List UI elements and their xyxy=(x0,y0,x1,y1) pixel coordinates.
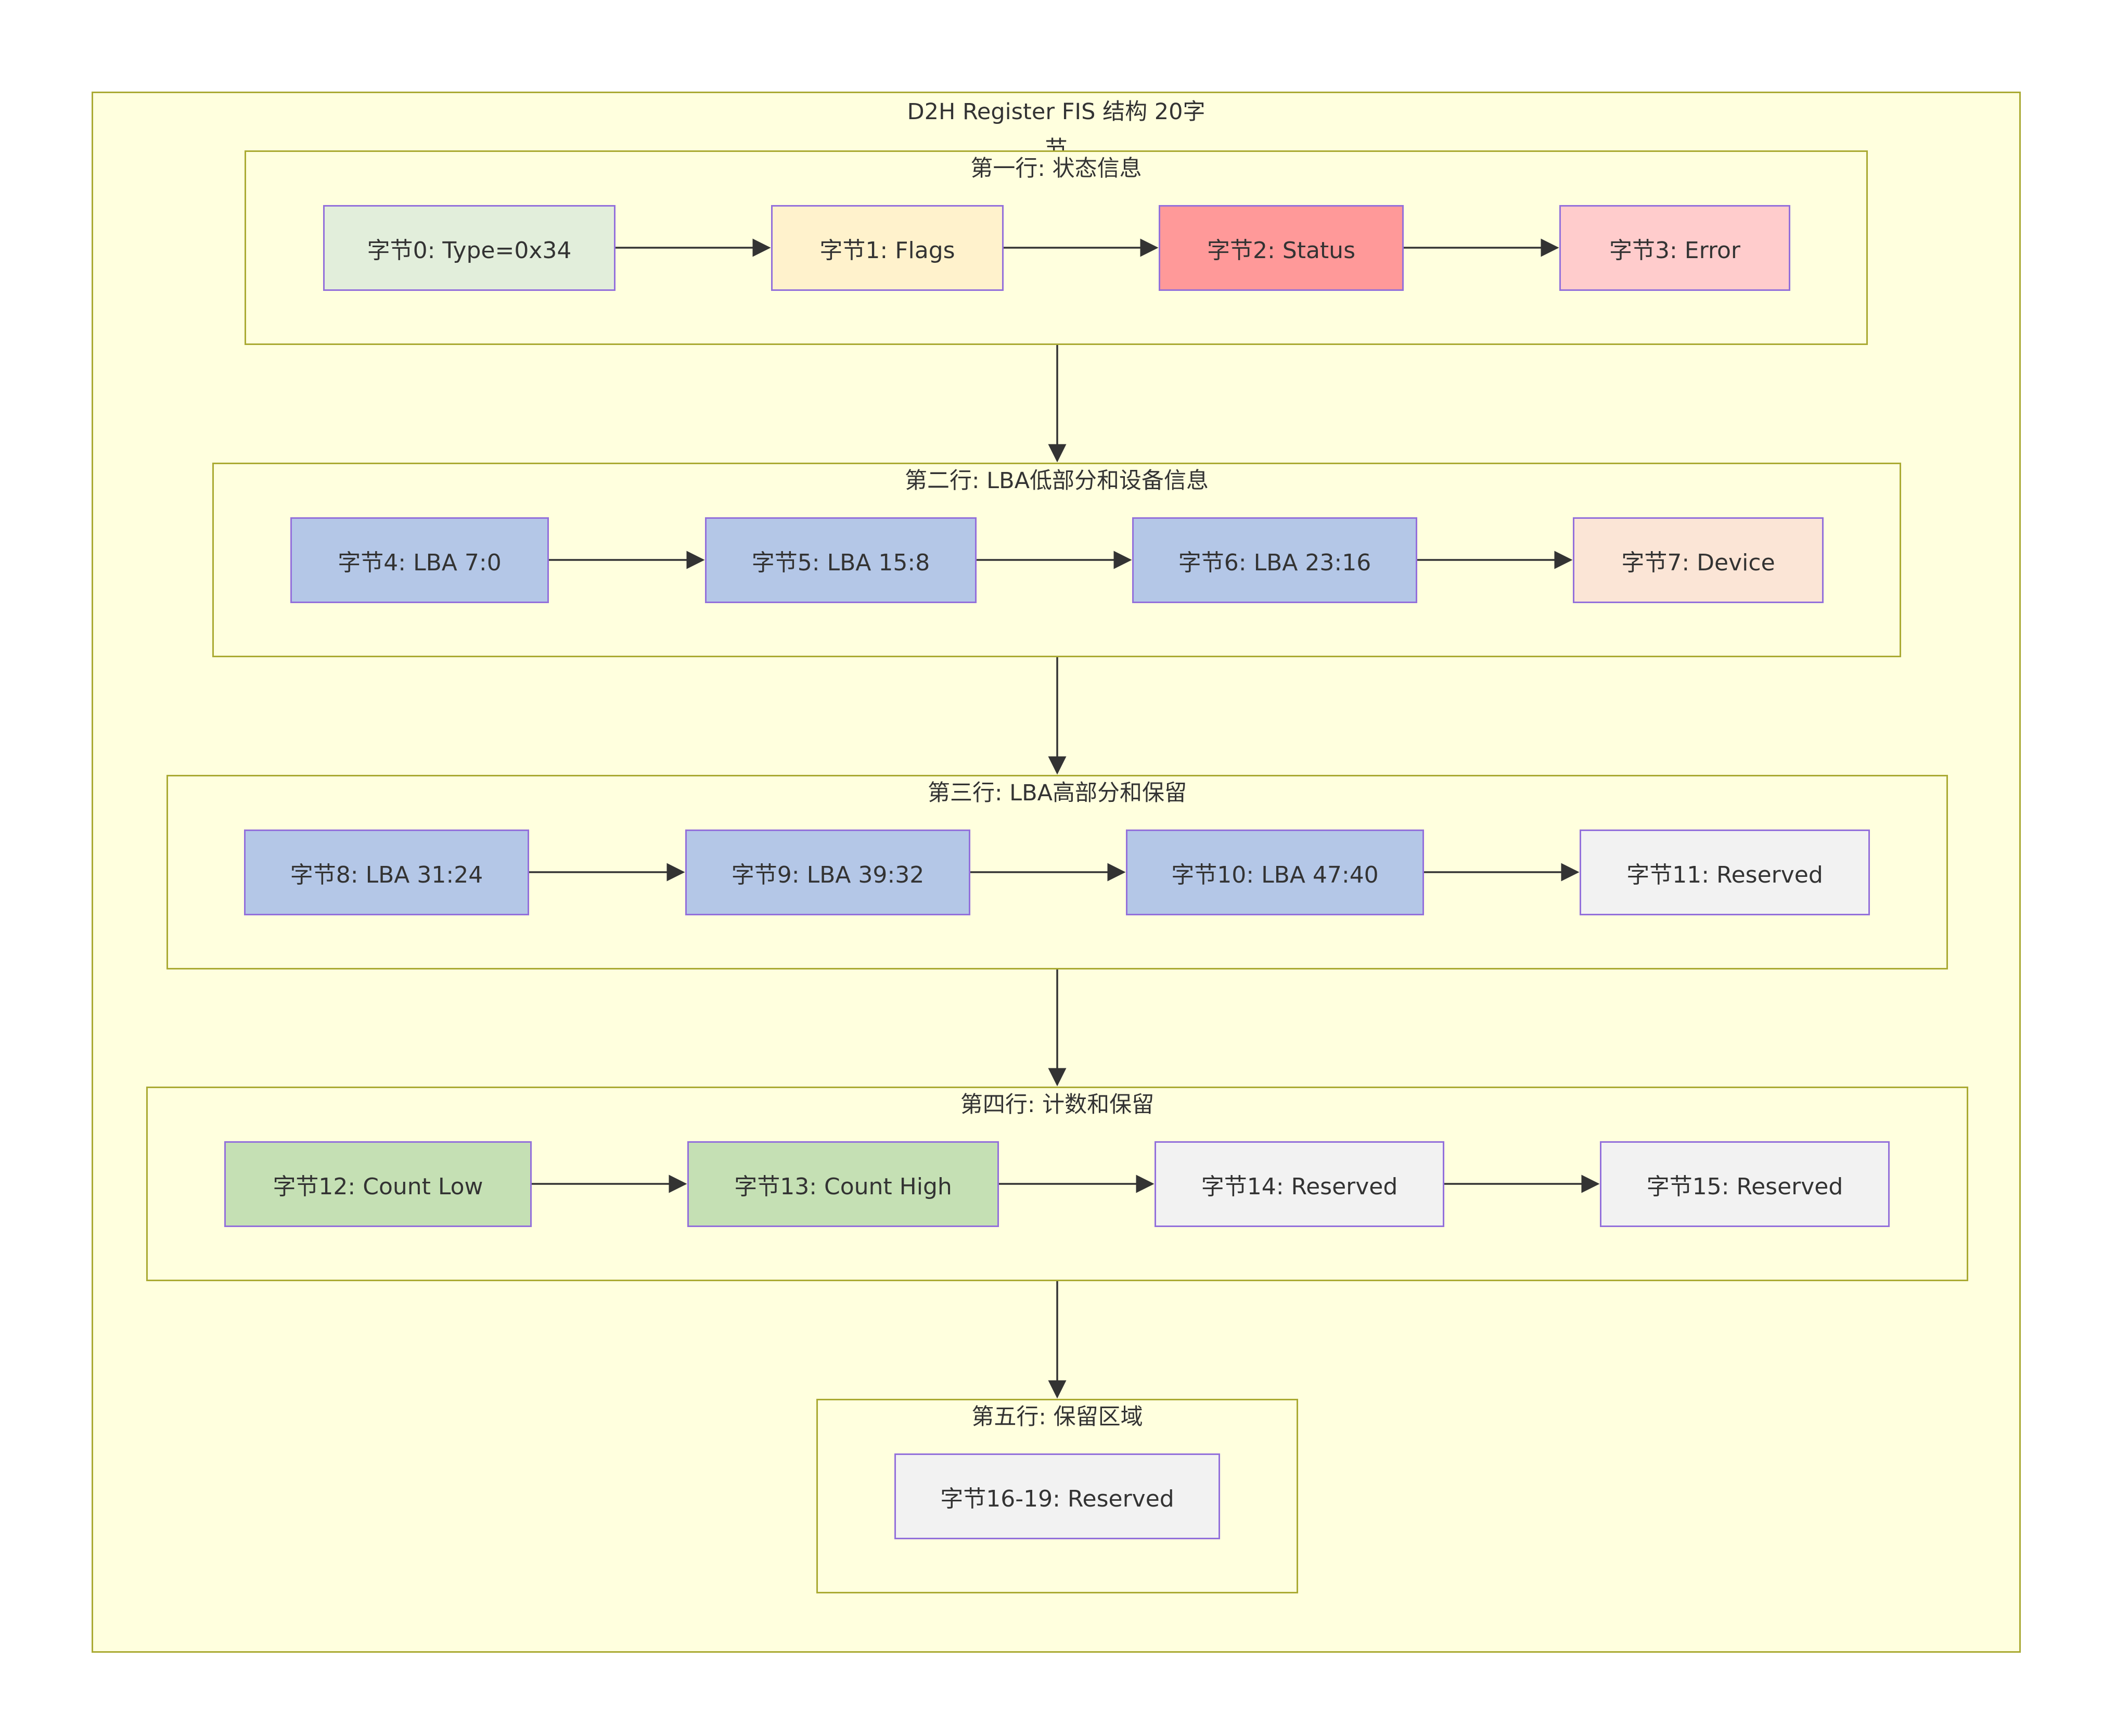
node-byte-10[interactable]: 字节10: LBA 47:40 xyxy=(1126,829,1424,915)
node-byte-4[interactable]: 字节4: LBA 7:0 xyxy=(290,517,549,603)
node-byte-9-label: 字节9: LBA 39:32 xyxy=(731,861,925,888)
node-byte-8[interactable]: 字节8: LBA 31:24 xyxy=(244,829,529,915)
node-byte-12[interactable]: 字节12: Count Low xyxy=(224,1141,532,1227)
node-byte-13[interactable]: 字节13: Count High xyxy=(687,1141,999,1227)
node-byte-10-label: 字节10: LBA 47:40 xyxy=(1171,861,1379,888)
node-byte-0[interactable]: 字节0: Type=0x34 xyxy=(323,205,615,291)
group-row-1-title: 第一行: 状态信息 xyxy=(970,156,1142,182)
node-byte-15-label: 字节15: Reserved xyxy=(1646,1173,1843,1200)
node-byte-7-label: 字节7: Device xyxy=(1621,549,1775,576)
node-byte-15[interactable]: 字节15: Reserved xyxy=(1600,1141,1890,1227)
node-byte-1[interactable]: 字节1: Flags xyxy=(771,205,1004,291)
group-row-4-title: 第四行: 计数和保留 xyxy=(960,1092,1155,1118)
node-byte-1-label: 字节1: Flags xyxy=(819,237,955,264)
node-byte-0-label: 字节0: Type=0x34 xyxy=(367,237,572,264)
node-byte-2-label: 字节2: Status xyxy=(1207,237,1355,264)
group-row-3-title: 第三行: LBA高部分和保留 xyxy=(927,780,1187,806)
node-byte-3-label: 字节3: Error xyxy=(1609,237,1741,264)
node-byte-6[interactable]: 字节6: LBA 23:16 xyxy=(1132,517,1417,603)
node-byte-16-19[interactable]: 字节16-19: Reserved xyxy=(894,1453,1220,1539)
node-byte-16-19-label: 字节16-19: Reserved xyxy=(940,1485,1174,1512)
node-byte-8-label: 字节8: LBA 31:24 xyxy=(290,861,483,888)
node-byte-12-label: 字节12: Count Low xyxy=(273,1173,483,1200)
node-byte-7[interactable]: 字节7: Device xyxy=(1573,517,1824,603)
node-byte-11[interactable]: 字节11: Reserved xyxy=(1580,829,1870,915)
node-byte-3[interactable]: 字节3: Error xyxy=(1559,205,1790,291)
node-byte-5-label: 字节5: LBA 15:8 xyxy=(751,549,930,576)
node-byte-11-label: 字节11: Reserved xyxy=(1626,861,1823,888)
node-byte-9[interactable]: 字节9: LBA 39:32 xyxy=(685,829,970,915)
node-byte-6-label: 字节6: LBA 23:16 xyxy=(1178,549,1371,576)
node-byte-13-label: 字节13: Count High xyxy=(734,1173,952,1200)
group-row-5-title: 第五行: 保留区域 xyxy=(971,1404,1143,1430)
node-byte-14[interactable]: 字节14: Reserved xyxy=(1155,1141,1444,1227)
node-byte-14-label: 字节14: Reserved xyxy=(1201,1173,1398,1200)
node-byte-4-label: 字节4: LBA 7:0 xyxy=(338,549,502,576)
group-row-2-title: 第二行: LBA低部分和设备信息 xyxy=(904,468,1209,494)
node-byte-5[interactable]: 字节5: LBA 15:8 xyxy=(705,517,977,603)
node-byte-2[interactable]: 字节2: Status xyxy=(1159,205,1404,291)
